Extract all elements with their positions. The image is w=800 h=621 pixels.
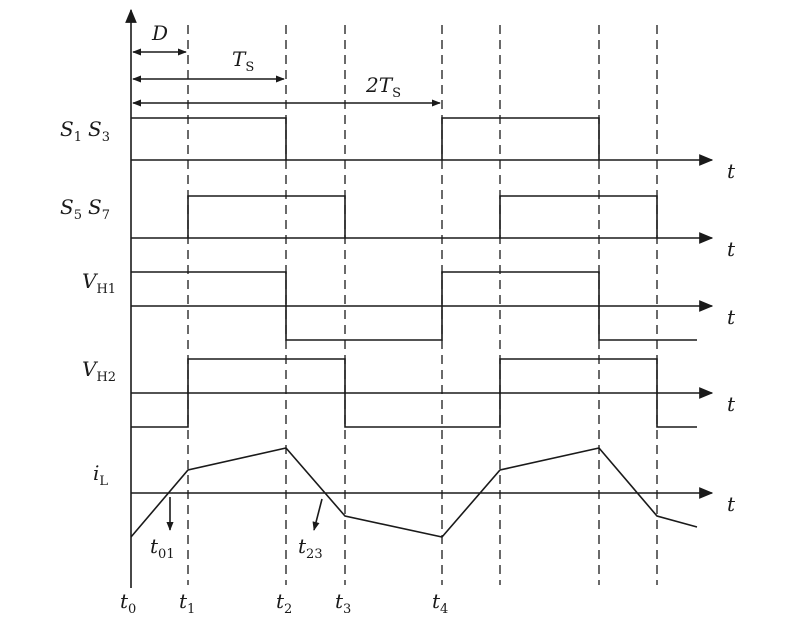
vh1-waveform <box>131 271 697 341</box>
vh1-axis-label: t <box>727 305 736 329</box>
s5s7-waveform <box>187 195 658 238</box>
time-mark-labels: t0 t1 t2 t3 t4 <box>120 589 448 617</box>
time-mark-t3: t3 <box>335 589 351 617</box>
d-label: D <box>151 21 168 45</box>
time-mark-t0: t0 <box>120 589 136 617</box>
vh2-axis-label: t <box>727 392 736 416</box>
time-gridlines <box>187 25 658 585</box>
time-mark-t2: t2 <box>276 589 292 617</box>
time-mark-t1: t1 <box>179 589 195 617</box>
vh1-label: VH1 <box>82 269 116 297</box>
s1s3-waveform <box>131 117 600 160</box>
two-ts-label: 2TS <box>365 73 401 101</box>
t01-label: t01 <box>150 534 175 562</box>
vh2-label: VH2 <box>82 357 116 385</box>
t23-label: t23 <box>298 534 323 562</box>
time-mark-t4: t4 <box>432 589 448 617</box>
t23-marker-arrow <box>312 498 323 531</box>
ts-label: TS <box>232 47 254 75</box>
il-waveform <box>130 447 698 538</box>
il-label: iL <box>93 461 108 489</box>
vh2-waveform <box>131 358 697 428</box>
vh1-trace: VH1 t <box>82 269 736 341</box>
vh2-trace: VH2 t <box>82 357 736 428</box>
s5s7-axis-label: t <box>727 237 736 261</box>
s1s3-axis-label: t <box>727 159 736 183</box>
il-trace: iL t t01 t23 <box>93 447 736 562</box>
il-axis-label: t <box>727 492 736 516</box>
